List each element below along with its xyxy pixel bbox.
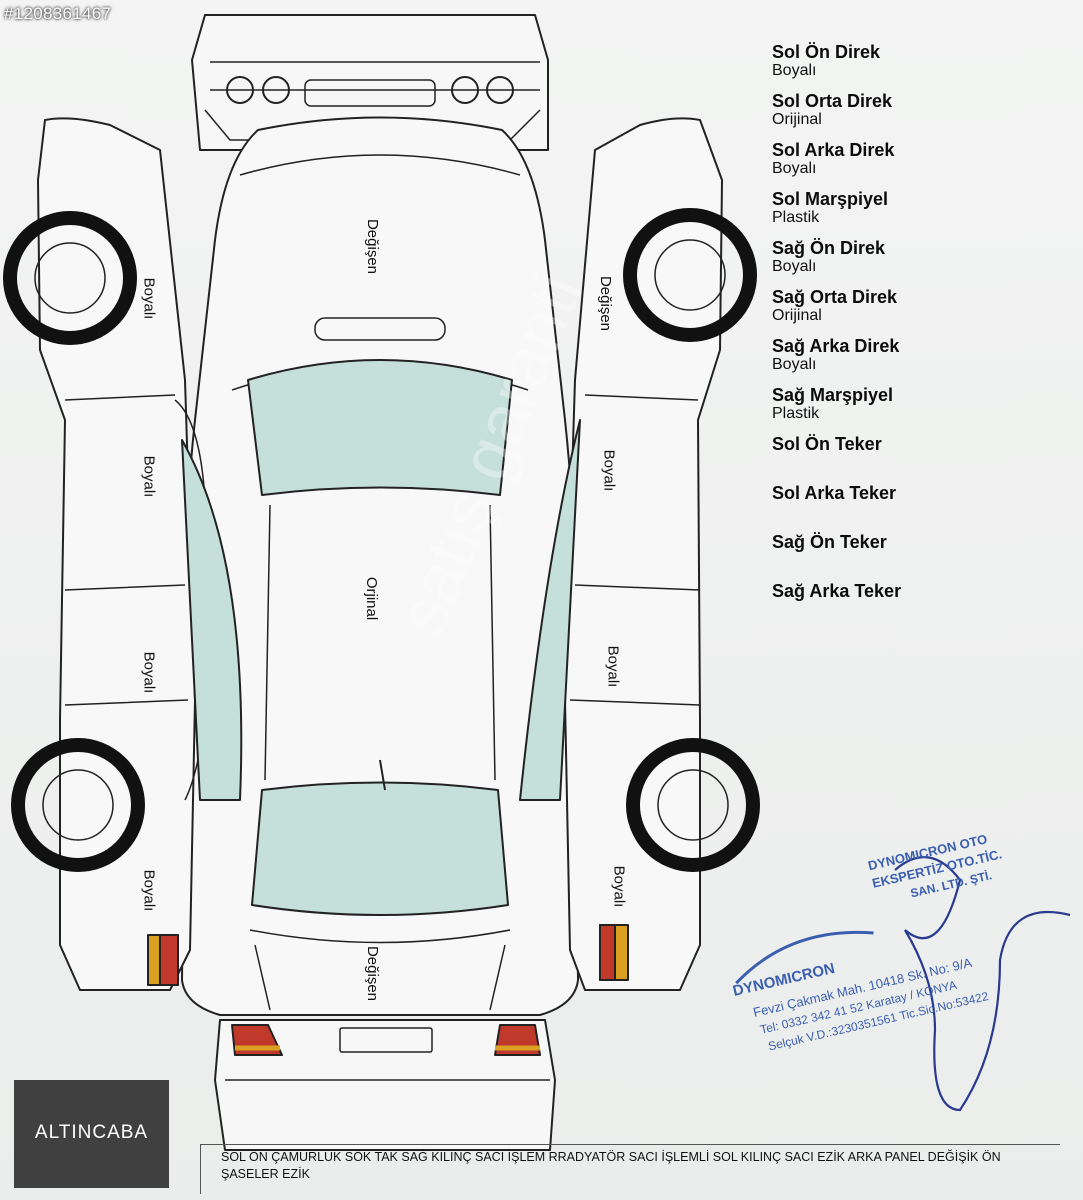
legend-item: Sağ Marşpiyel Plastik [772, 385, 894, 422]
legend-item: Sol Orta Direk Orijinal [772, 91, 893, 128]
legend-item: Sol Ön Direk Boyalı [772, 42, 881, 79]
car-front-view [191, 14, 549, 151]
legend-item: Sağ Ön Teker [772, 532, 887, 552]
windshield-glass [247, 359, 513, 496]
signature [894, 856, 1071, 1112]
dealer-logo-box: ALTINCABA [14, 1080, 169, 1188]
legend-item: Sağ Arka Teker [772, 581, 902, 601]
car-right-side-view [519, 117, 760, 991]
legend-item: Sağ Arka Direk Boyalı [772, 336, 900, 373]
legend-item: Sağ Ön Direk Boyalı [772, 238, 886, 275]
car-left-side-view [3, 117, 243, 991]
legend-item: Sol Arka Teker [772, 483, 897, 503]
pillar-wheel-legend: Sol Ön Direk Boyalı Sol Orta Direk Oriji… [772, 42, 1072, 630]
legend-item: Sol Arka Direk Boyalı [772, 140, 895, 177]
legend-item: Sol Ön Teker [772, 434, 882, 454]
listing-id: #1208361467 [4, 4, 112, 23]
legend-item: Sağ Orta Direk Orijinal [772, 287, 898, 324]
dealer-logo: ALTINCABA [34, 1122, 149, 1143]
legend-item: Sol Marşpiyel Plastik [772, 189, 889, 226]
car-rear-view [214, 1019, 556, 1151]
car-top-view [181, 116, 579, 1016]
stamp-car-logo-icon [735, 930, 874, 985]
damage-notes: SOL ÖN ÇAMURLUK SÖK TAK SAĞ KILINÇ SACI … [200, 1144, 1060, 1194]
rear-glass [251, 781, 509, 916]
